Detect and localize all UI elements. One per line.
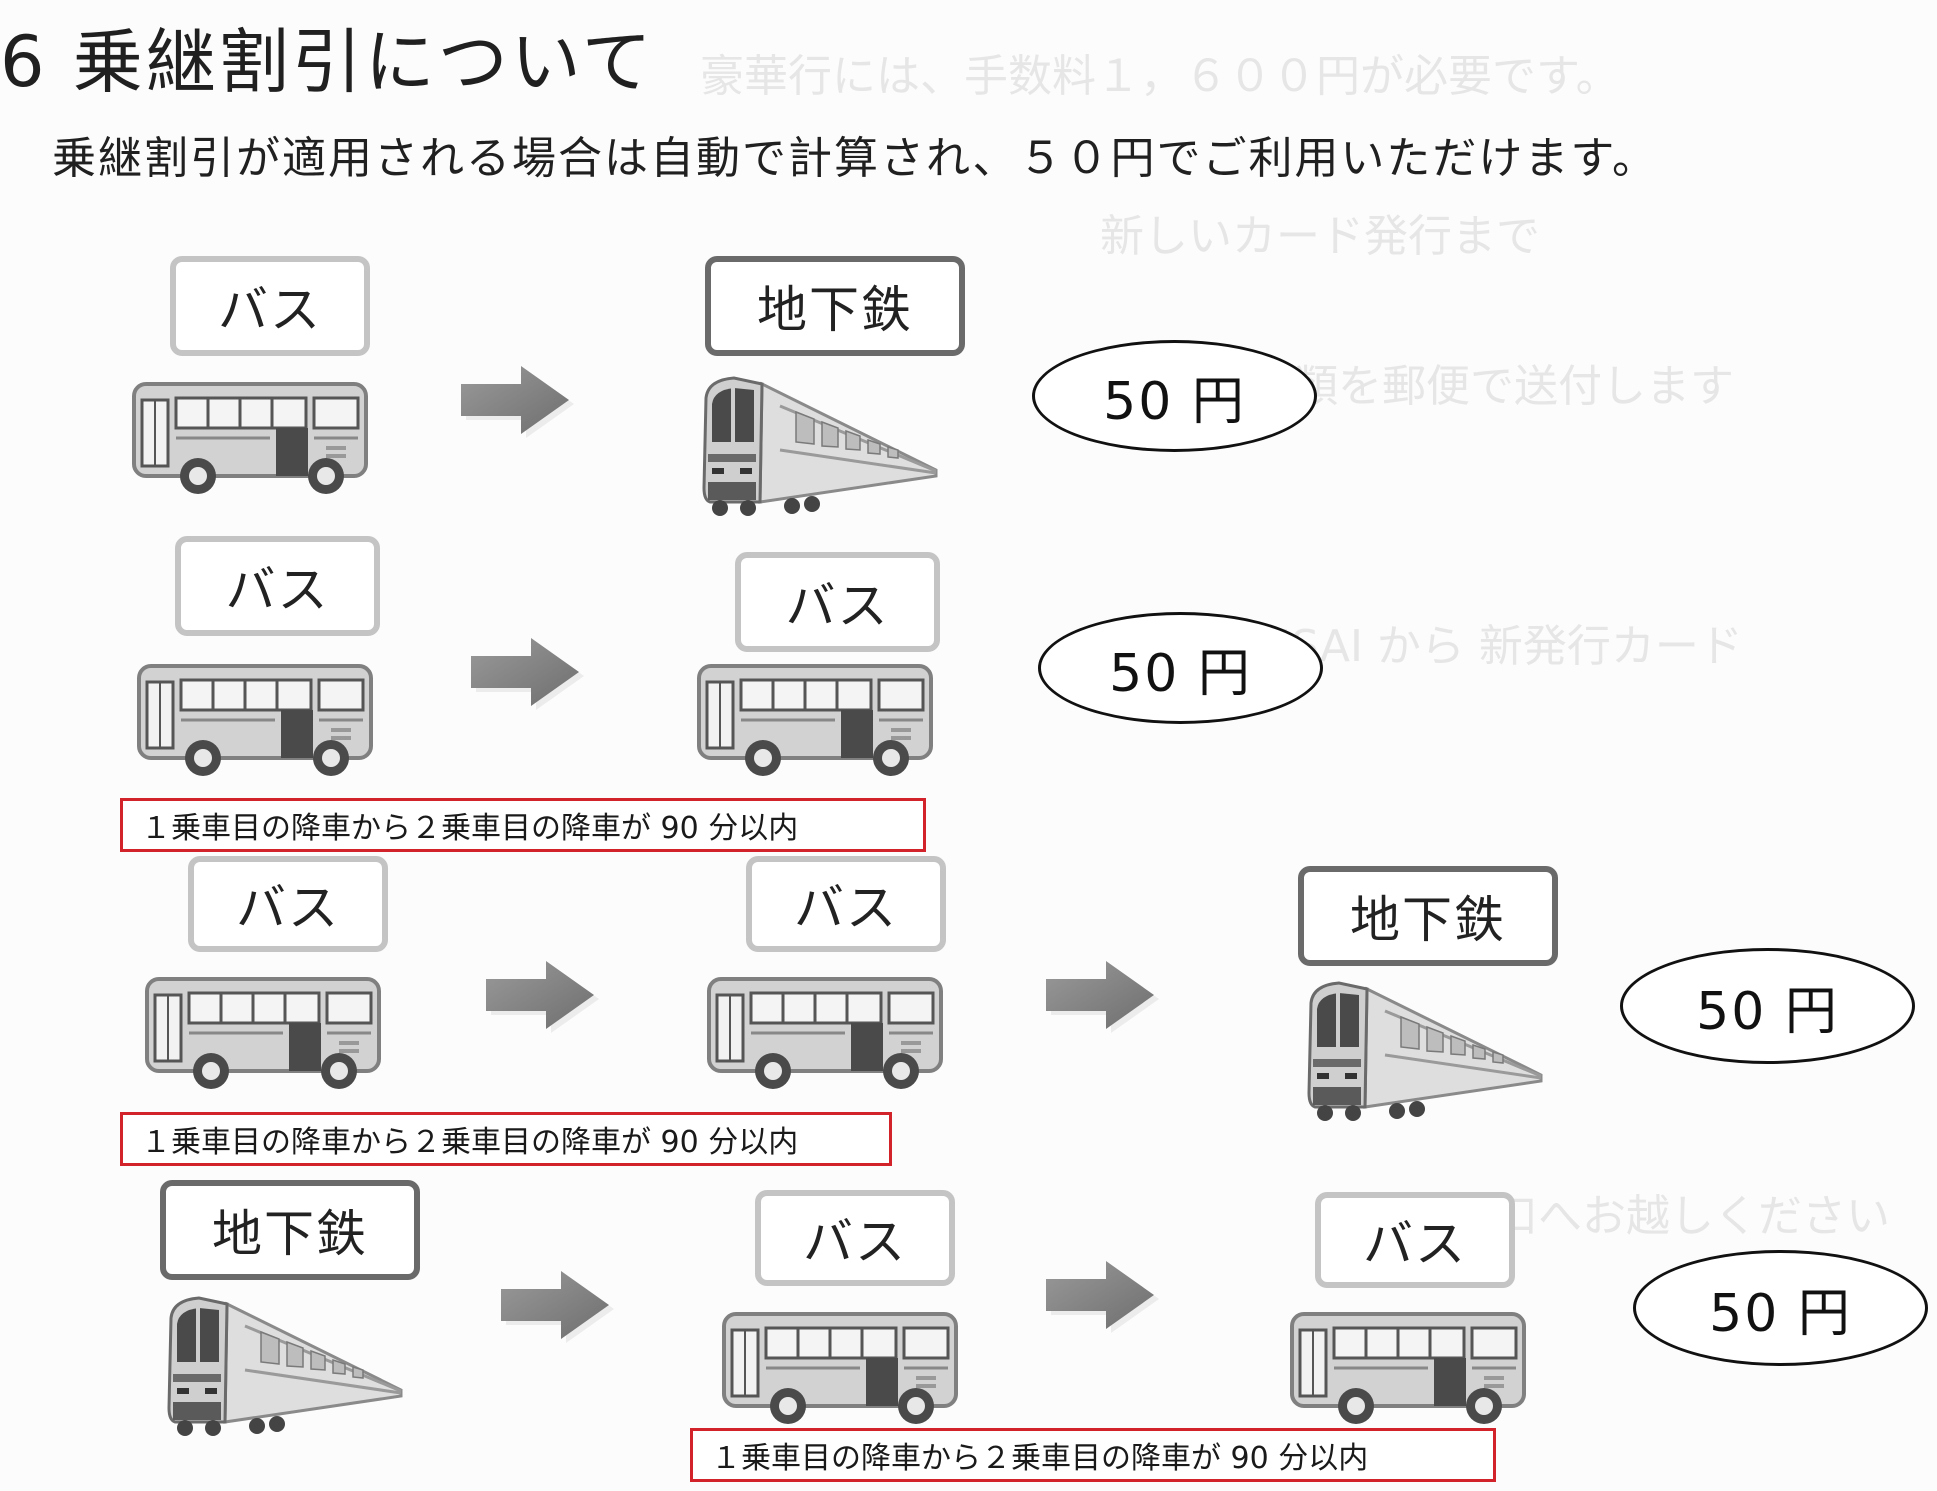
bus-icon — [695, 662, 935, 782]
label-bus: バス — [755, 1190, 955, 1286]
price-ellipse: 50 円 — [1633, 1250, 1928, 1366]
label-bus: バス — [735, 552, 940, 652]
bus-icon — [143, 975, 383, 1095]
price-ellipse: 50 円 — [1620, 948, 1915, 1064]
label-bus: バス — [746, 856, 946, 952]
bus-icon — [130, 380, 370, 500]
bus-icon — [720, 1310, 960, 1430]
subway-train-icon — [1305, 975, 1545, 1125]
label-subway: 地下鉄 — [705, 256, 965, 356]
label-bus: バス — [1315, 1192, 1515, 1288]
right-arrow-icon — [1040, 955, 1160, 1035]
label-bus: バス — [188, 856, 388, 952]
label-subway: 地下鉄 — [160, 1180, 420, 1280]
page-title: 6 乗継割引について — [0, 21, 655, 103]
subway-train-icon — [700, 370, 940, 520]
right-arrow-icon — [1040, 1255, 1160, 1335]
right-arrow-icon — [465, 632, 585, 712]
time-condition-note: １乗車目の降車から２乗車目の降車が 90 分以内 — [120, 1112, 892, 1166]
bus-icon — [135, 662, 375, 782]
time-condition-note: １乗車目の降車から２乗車目の降車が 90 分以内 — [690, 1428, 1496, 1482]
right-arrow-icon — [480, 955, 600, 1035]
time-condition-note: １乗車目の降車から２乗車目の降車が 90 分以内 — [120, 798, 926, 852]
price-ellipse: 50 円 — [1038, 612, 1323, 724]
label-bus: バス — [175, 536, 380, 636]
right-arrow-icon — [495, 1265, 615, 1345]
right-arrow-icon — [455, 360, 575, 440]
label-bus: バス — [170, 256, 370, 356]
page-subtitle: 乗継割引が適用される場合は自動で計算され、５０円でご利用いただけます。 — [52, 133, 1659, 184]
subway-train-icon — [165, 1290, 405, 1440]
label-subway: 地下鉄 — [1298, 866, 1558, 966]
price-ellipse: 50 円 — [1032, 340, 1317, 452]
bus-icon — [1288, 1310, 1528, 1430]
bus-icon — [705, 975, 945, 1095]
